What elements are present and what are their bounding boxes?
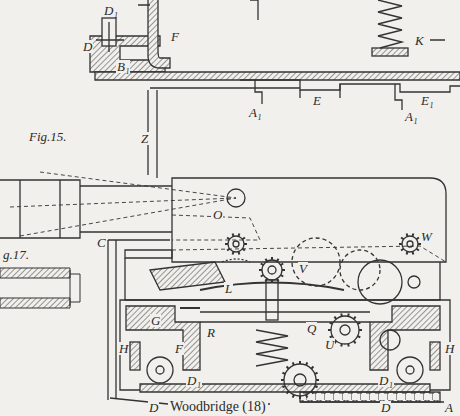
part-letter: F <box>170 30 180 43</box>
part-letter: B₁ <box>116 60 130 73</box>
part-letter: L <box>224 282 233 295</box>
part-letter: H <box>118 342 129 355</box>
part-letter: F <box>174 342 184 355</box>
part-letter: Z <box>140 132 149 145</box>
part-letter: E <box>312 94 322 107</box>
figure-label: Fig.15. <box>28 130 68 143</box>
part-letter: C <box>96 236 107 249</box>
part-letter: Q <box>306 322 317 335</box>
part-letter: A₁ <box>248 106 262 119</box>
part-letter: V <box>298 262 308 275</box>
part-letter: D₁ <box>103 4 119 17</box>
part-letter: A <box>444 401 454 414</box>
part-letter: E₁ <box>420 94 434 107</box>
part-letter: H <box>444 342 455 355</box>
figure-label: g.17. <box>2 248 30 261</box>
part-letter: A₁ <box>404 110 418 123</box>
part-letter: D <box>148 401 159 414</box>
part-letter: O <box>212 208 223 221</box>
part-letter: U <box>324 338 335 351</box>
part-letter: D₁ <box>186 374 202 387</box>
part-letter: D <box>380 401 391 414</box>
part-letter: W <box>420 230 433 243</box>
part-letter: R <box>206 326 216 339</box>
part-letter: D₁ <box>378 374 394 387</box>
part-letter: G <box>150 314 161 327</box>
figure-caption: Woodbridge (18) <box>168 399 268 414</box>
part-letter: K <box>414 34 425 47</box>
part-letter: D <box>82 40 93 53</box>
